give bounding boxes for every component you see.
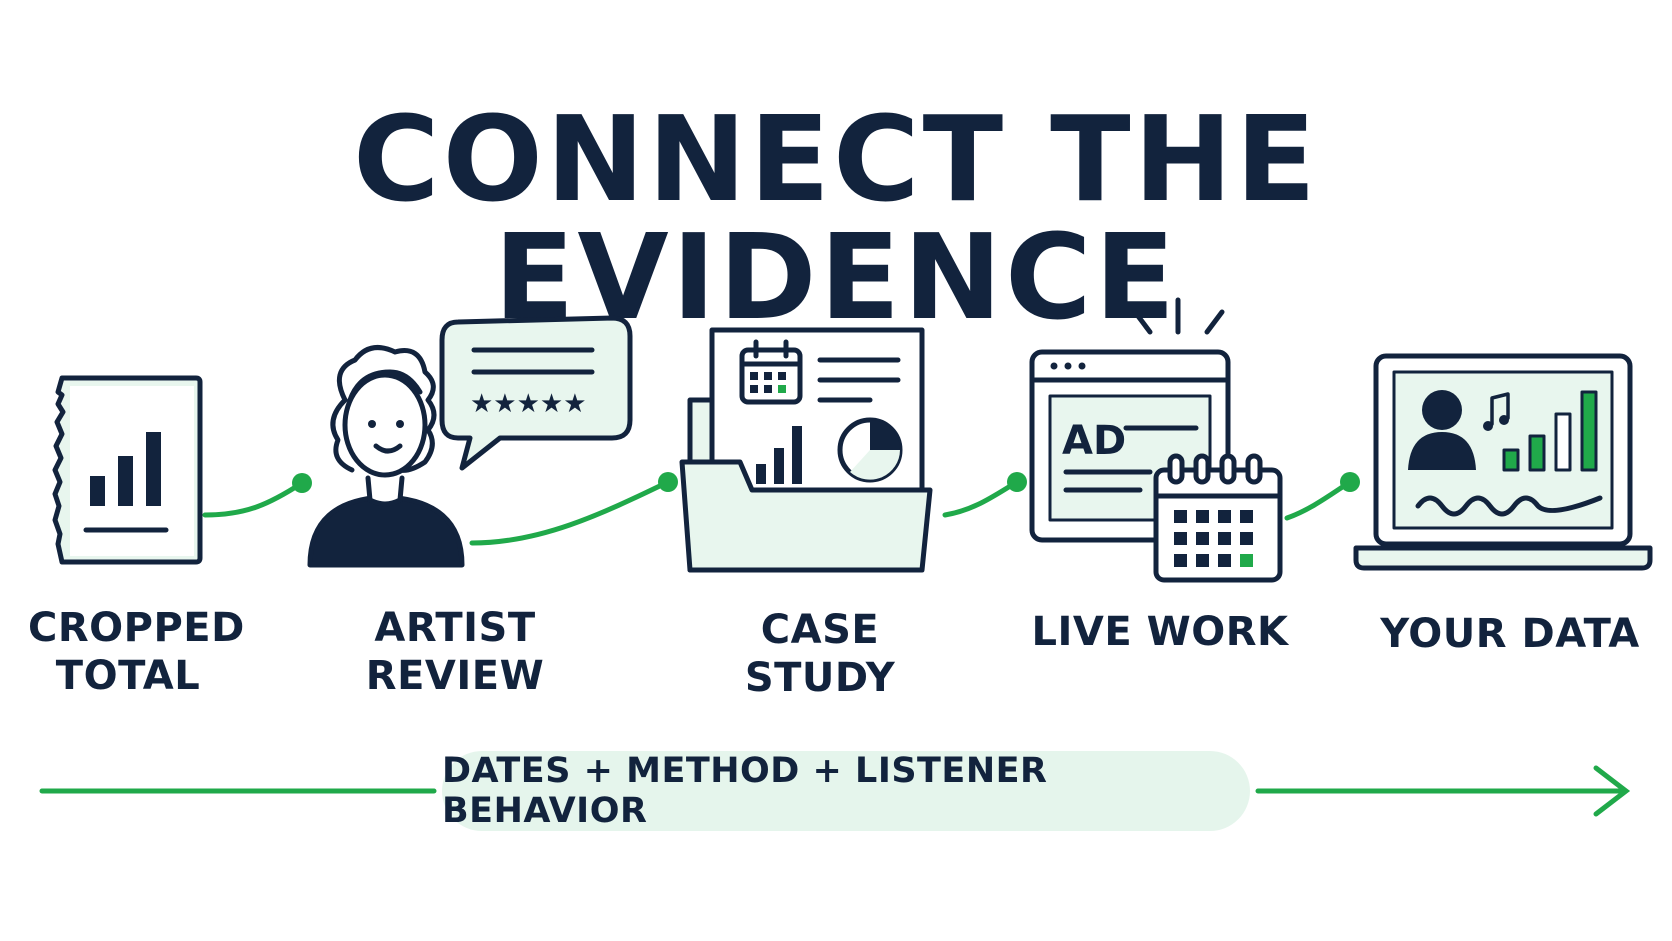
live-work-ad-calendar-icon [1029,297,1283,583]
step-label-artist-review: ARTIST REVIEW [365,605,545,699]
ad-text: AD [1062,418,1126,464]
connector-4 [1284,479,1353,521]
artist-review-icon: ★★★★★ [307,315,633,568]
connector-dot-1 [292,473,312,493]
connector-2 [469,479,671,546]
connector-1 [202,480,305,518]
connector-dot-4 [1340,472,1360,492]
svg-text:★★★★★: ★★★★★ [470,389,587,419]
connector-dot-2 [658,472,678,492]
summary-text: DATES + METHOD + LISTENER BEHAVIOR [442,751,1048,831]
case-study-folder-icon [679,327,933,573]
summary-pill: DATES + METHOD + LISTENER BEHAVIOR [442,751,1250,831]
step-label-cropped-total: CROPPED TOTAL [28,605,245,699]
connector-3 [942,479,1020,518]
timeline-arrow [39,765,1631,817]
page-title: CONNECT THE EVIDENCE [352,90,1320,346]
connector-dot-3 [1007,472,1027,492]
five-star-rating-icon: ★★★★★ [470,389,587,419]
step-label-case-study: CASE STUDY [744,607,896,701]
step-label-live-work: LIVE WORK [1031,609,1289,655]
your-data-laptop-icon [1353,353,1653,571]
step-label-your-data: YOUR DATA [1380,611,1640,657]
cropped-chart-icon [52,375,203,565]
